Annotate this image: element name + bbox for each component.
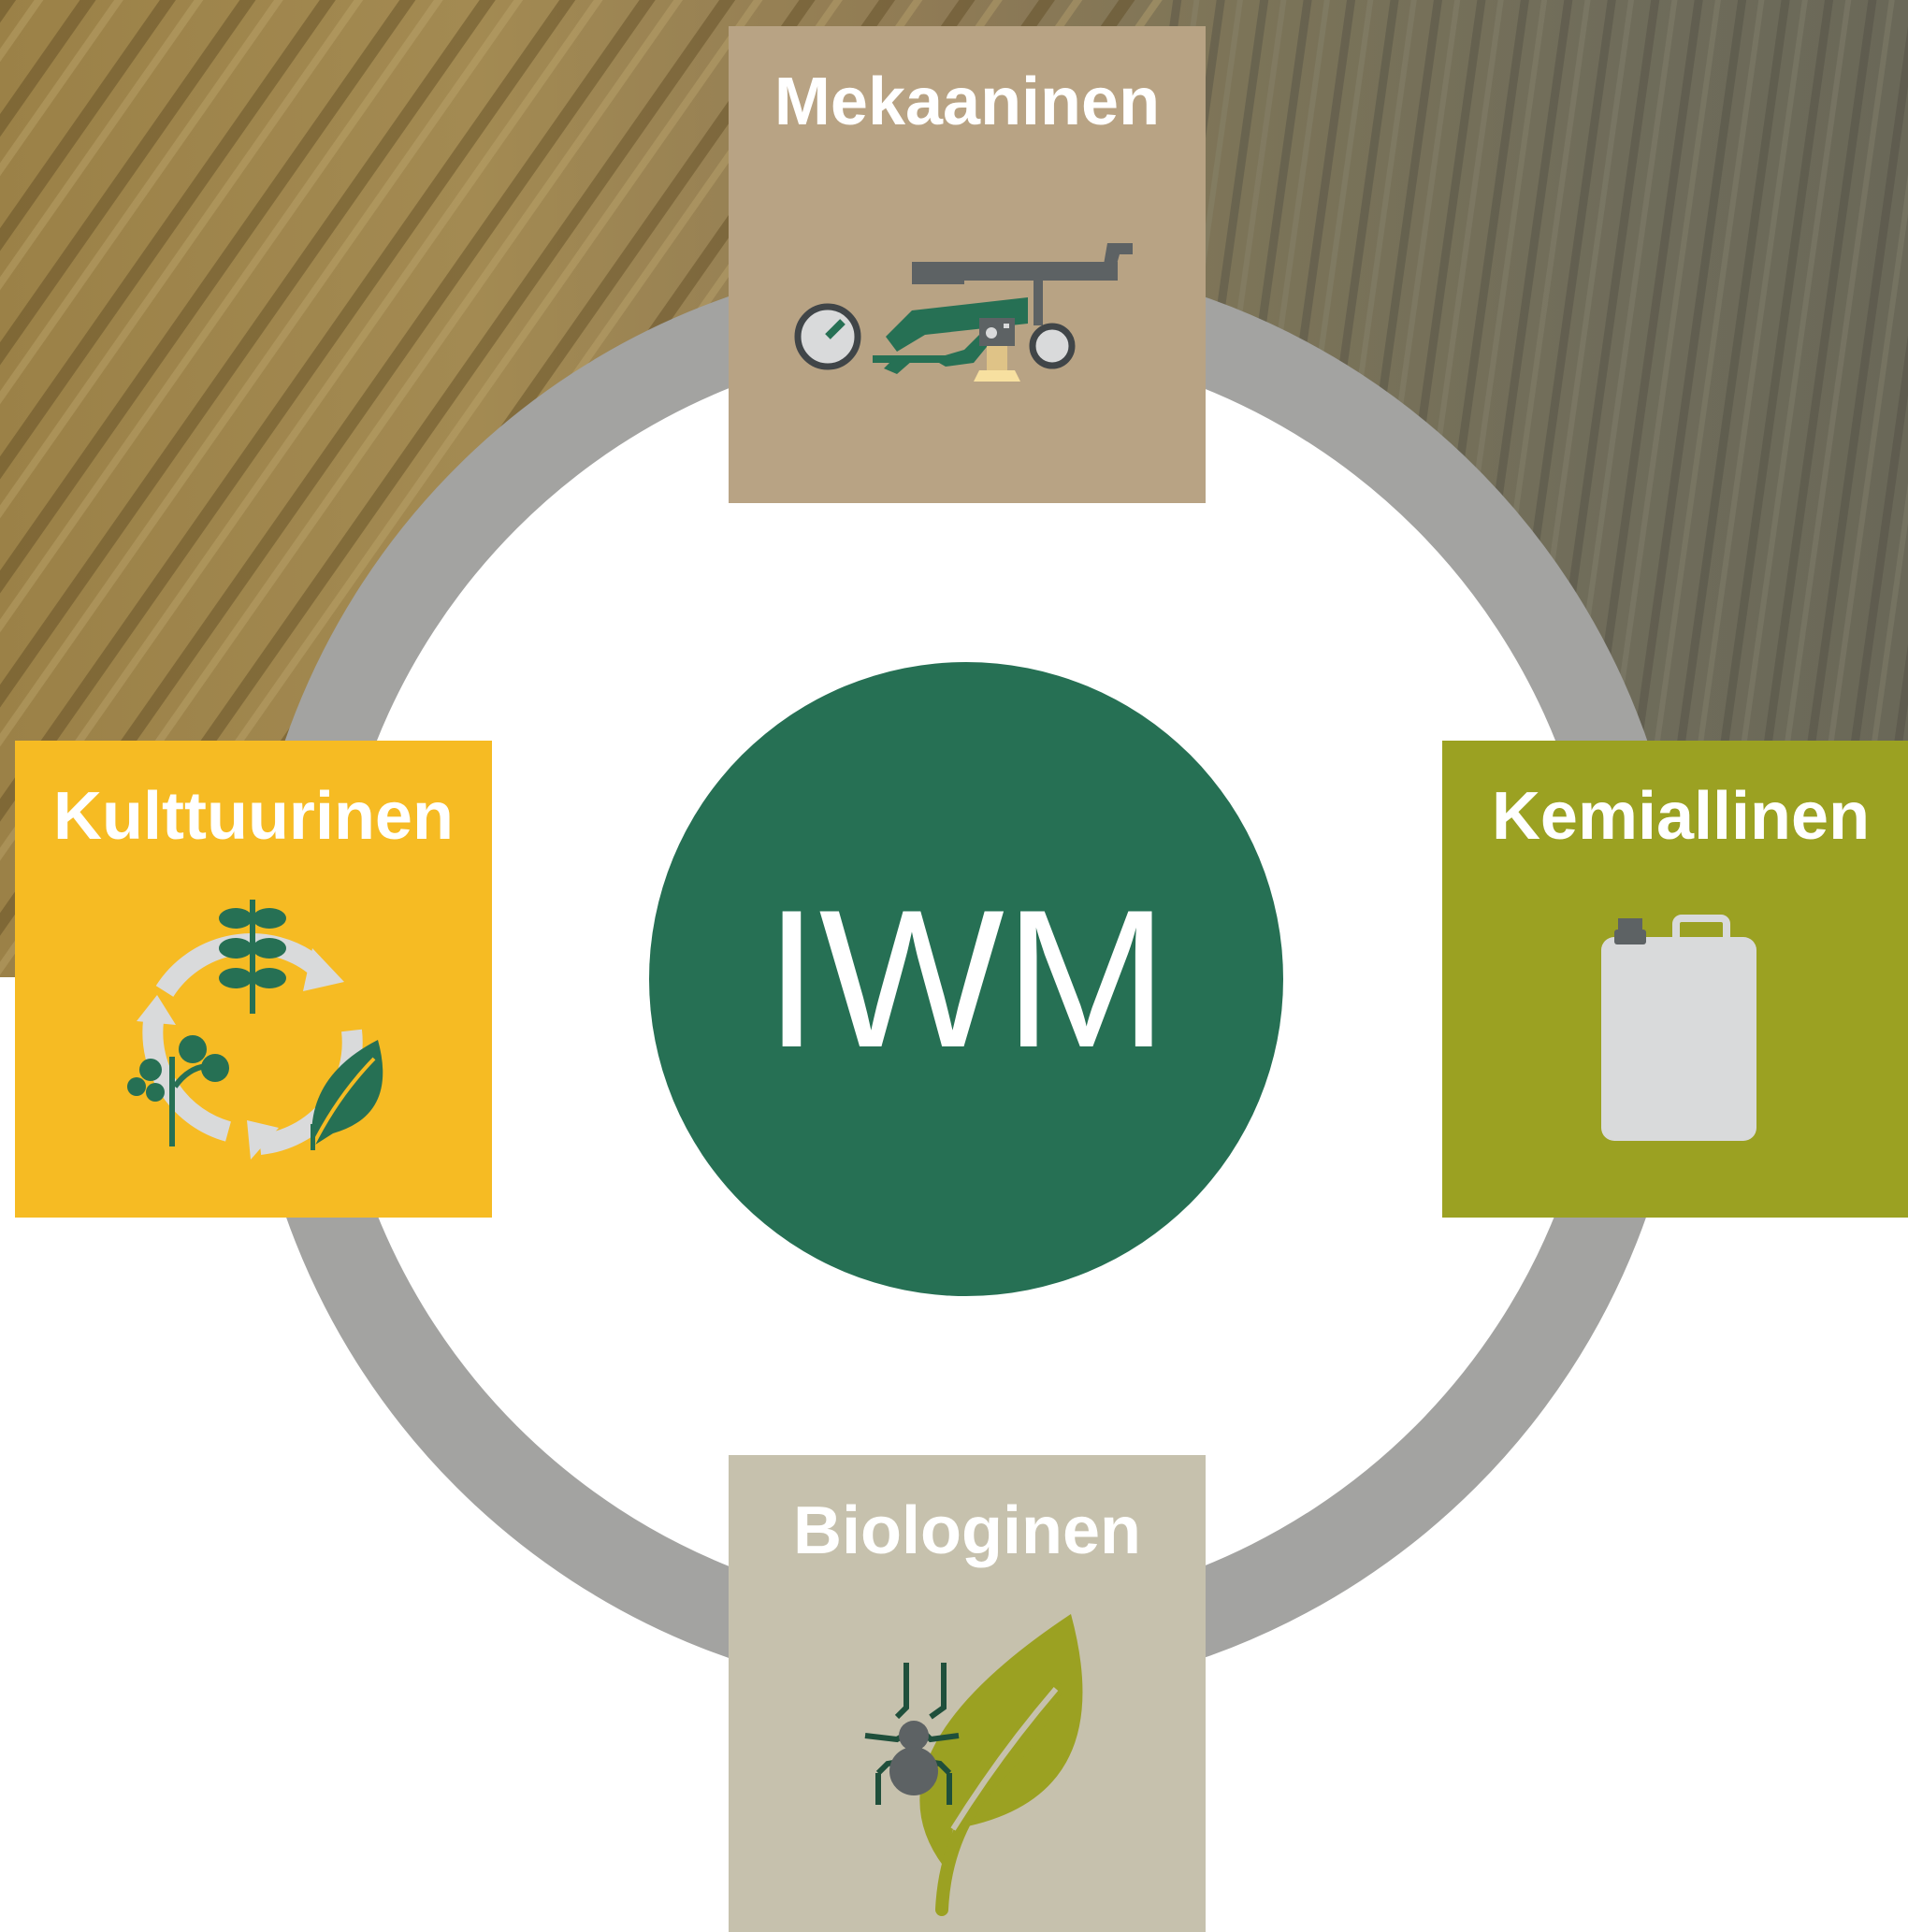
tile-mechanical-label: Mekaaninen — [773, 65, 1161, 139]
canister-icon — [1601, 915, 1756, 1141]
tile-chemical-label: Kemiallinen — [1491, 779, 1871, 854]
center-circle — [649, 662, 1283, 1296]
tile-mechanical: Mekaaninen — [729, 26, 1206, 503]
tile-biological-label: Biologinen — [793, 1493, 1141, 1568]
tile-chemical: Kemiallinen — [1442, 741, 1908, 1218]
tile-cultural: Kulttuurinen — [15, 741, 492, 1218]
crop-rotation-icon — [127, 900, 383, 1160]
tile-biological: Biologinen — [729, 1455, 1206, 1932]
tile-cultural-label: Kulttuurinen — [53, 779, 454, 854]
spider-leaf-icon — [864, 1614, 1083, 1916]
cultivator-machine-icon — [794, 243, 1133, 382]
